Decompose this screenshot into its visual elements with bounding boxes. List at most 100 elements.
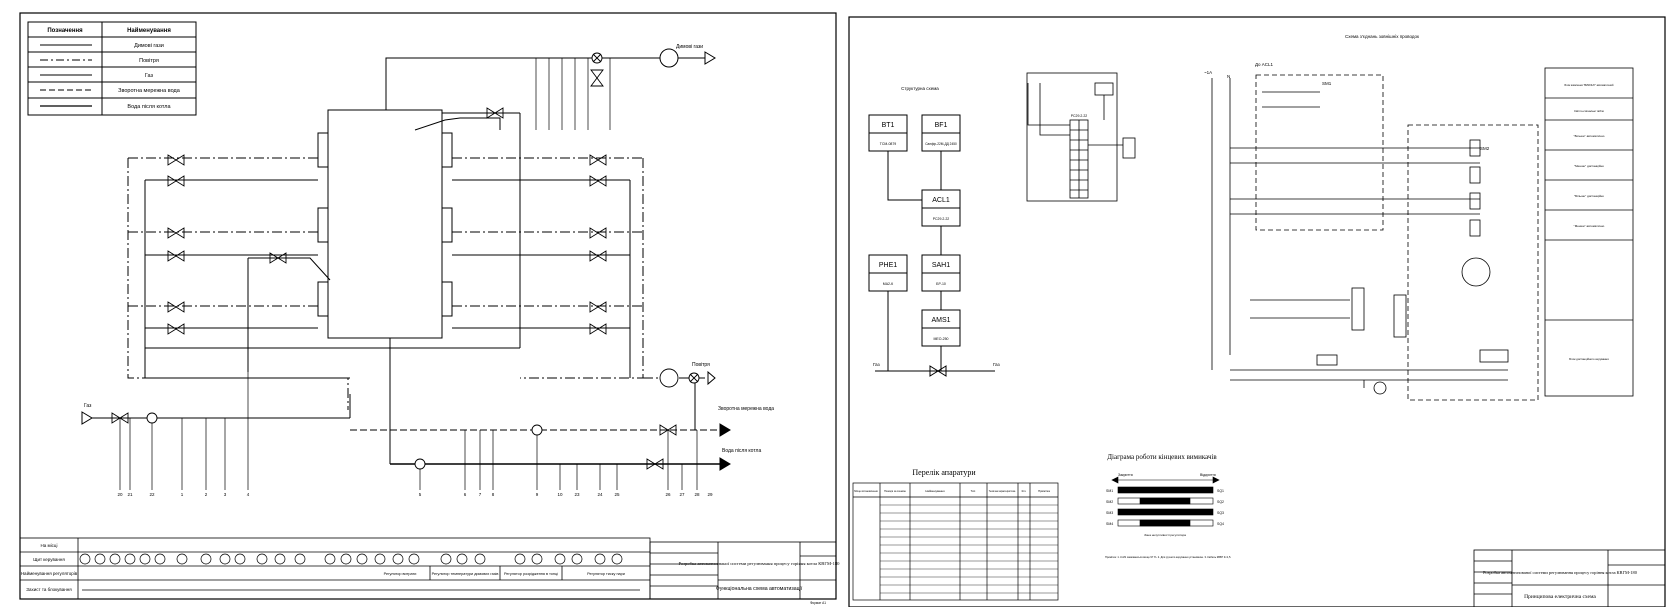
valve-icon-mid bbox=[269, 252, 287, 264]
eq-header-1: Позиція за схемою bbox=[884, 490, 906, 493]
side-box-4: "Більше" дистанційно bbox=[1574, 194, 1604, 198]
legend-row-4: Вода після котла bbox=[127, 104, 171, 110]
valve-icon-return bbox=[659, 424, 677, 436]
side-box-0: Блок живлення "ВИКОНУ" автоматичний bbox=[1565, 83, 1615, 87]
side-box-5: "Менше" автоматично bbox=[1574, 224, 1605, 228]
side-box-2: "Більше" автоматично bbox=[1574, 134, 1605, 138]
valve-icon-r2 bbox=[589, 175, 607, 187]
tag-14: 24 bbox=[597, 492, 603, 497]
instrument-bubble bbox=[356, 553, 368, 565]
block-ams1-tag: AMS1 bbox=[931, 317, 950, 324]
switch-center-label: Зона нечутливості регулятора bbox=[1144, 533, 1186, 537]
tag-7: 5 bbox=[419, 492, 422, 497]
boiler bbox=[145, 48, 716, 349]
equipment-rows bbox=[880, 504, 1058, 594]
side-box-3: "Менше" дистанційно bbox=[1574, 164, 1604, 168]
valves bbox=[111, 69, 677, 470]
tag-19: 29 bbox=[707, 492, 713, 497]
controller-label: РС29.2.22 bbox=[1071, 114, 1088, 118]
left-title-sheet: Функціональна схема автоматизації bbox=[716, 586, 803, 592]
pressure-sensor-icon bbox=[414, 458, 426, 470]
instrument-bubble bbox=[408, 553, 420, 565]
structure-blocks bbox=[868, 114, 995, 377]
tag-16: 26 bbox=[665, 492, 671, 497]
block-sah1-model: БР-10 bbox=[936, 282, 946, 286]
switch-left-label: Закриття bbox=[1118, 473, 1133, 477]
legend-row-2: Газ bbox=[145, 73, 154, 79]
legend-header-name: Найменування bbox=[127, 27, 171, 34]
legend-table: Позначення Найменування Димові гази Пові… bbox=[27, 21, 197, 116]
bottom-tags: 20 21 22 1 2 3 4 5 6 7 8 9 10 23 24 25 2… bbox=[117, 492, 713, 497]
block-ams1-model: МЕО-250 bbox=[934, 337, 949, 341]
tag-18: 28 bbox=[694, 492, 700, 497]
side-box bbox=[1544, 67, 1634, 397]
structure-title: Структурна схема bbox=[901, 86, 939, 91]
switch-notes: Примітка: 1. К-М1 замикаються вище 97 %.… bbox=[1105, 555, 1231, 559]
right-title-block bbox=[1473, 549, 1666, 608]
valve-icon-air bbox=[486, 107, 504, 119]
row-regulators: Найменування регуляторів bbox=[21, 570, 78, 576]
eq-header-4: Технічна характеристика bbox=[989, 490, 1016, 493]
label-flue-gas: Димові гази bbox=[676, 44, 703, 50]
switch-title: Діаграма роботи кінцевих вимикачів bbox=[1107, 453, 1217, 461]
valve-icon-r3 bbox=[589, 227, 607, 239]
phase-label: ~1А bbox=[1204, 70, 1212, 75]
right-sheet: Схема з'єднань зовнішніх проводок Структ… bbox=[848, 16, 1666, 608]
temp-sensor-icon bbox=[531, 424, 543, 436]
instrument-bubble bbox=[200, 553, 212, 565]
block-acl1-tag: ACL1 bbox=[932, 197, 950, 204]
label-air: Повітря bbox=[692, 362, 710, 368]
scheme-title: Схема з'єднань зовнішніх проводок bbox=[1345, 34, 1419, 39]
left-sheet: Позначення Найменування Димові гази Пові… bbox=[19, 12, 840, 605]
block-phe1-model: МА2-К bbox=[883, 282, 894, 286]
row-panel: Щит керування bbox=[33, 557, 65, 562]
instrument-bubble bbox=[474, 553, 486, 565]
block-bf1-tag: BF1 bbox=[935, 122, 948, 129]
valve-icon-r1 bbox=[589, 154, 607, 166]
valve-icon-flue bbox=[590, 69, 604, 87]
tag-15: 25 bbox=[614, 492, 620, 497]
gas-out-label: Газ bbox=[993, 362, 1000, 367]
left-title-block bbox=[649, 541, 837, 600]
right-title-sheet: Принципова електрична схема bbox=[1524, 594, 1596, 600]
instrument-bubble bbox=[234, 553, 246, 565]
label-return-water: Зворотна мережна вода bbox=[718, 406, 774, 412]
tag-4: 2 bbox=[205, 492, 208, 497]
regulator-2: Регулятор розрідження в топці bbox=[504, 572, 558, 576]
switch-contact-3: SQ4 bbox=[1217, 522, 1224, 526]
controller-wiring bbox=[1026, 72, 1136, 202]
instrument-bubble bbox=[554, 553, 566, 565]
instrument-bubble bbox=[571, 553, 583, 565]
side-box-6: Блок дистанційного керування bbox=[1569, 357, 1609, 361]
instrument-bubble bbox=[256, 553, 268, 565]
switch-contact-1: SQ2 bbox=[1217, 500, 1224, 504]
instrument-bubble bbox=[611, 553, 623, 565]
valve-icon-l5 bbox=[167, 301, 185, 313]
block-sah1-tag: SAH1 bbox=[932, 262, 950, 269]
regulator-0: Регулятор витрати bbox=[384, 572, 417, 576]
instrument-bubble bbox=[109, 553, 121, 565]
sm2-label: SM2 bbox=[1480, 146, 1490, 151]
tag-11: 9 bbox=[536, 492, 539, 497]
legend-row-3: Зворотна мережна вода bbox=[118, 88, 181, 94]
to-acl1-label: До ACL1 bbox=[1255, 62, 1274, 67]
right-sheet-frame bbox=[848, 16, 1666, 608]
switch-contact-0: SQ1 bbox=[1217, 489, 1224, 493]
instrument-bubble bbox=[374, 553, 386, 565]
eq-header-3: Тип bbox=[971, 489, 976, 493]
impulse-lines bbox=[119, 58, 698, 490]
switch-row-3: SM4 bbox=[1106, 522, 1113, 526]
valve-icon-water bbox=[646, 458, 664, 470]
instrument-bubble bbox=[79, 553, 91, 565]
tag-17: 27 bbox=[679, 492, 685, 497]
valve-icon-l2 bbox=[167, 175, 185, 187]
valve-icon-l6 bbox=[167, 323, 185, 335]
legend-header-symbol: Позначення bbox=[47, 28, 83, 34]
sm1-label: SM1 bbox=[1322, 81, 1332, 86]
instrument-bubble bbox=[392, 553, 404, 565]
relay-wiring bbox=[1211, 74, 1539, 401]
eq-header-5: Кіл. bbox=[1022, 489, 1027, 493]
switch-right-label: Відкриття bbox=[1200, 473, 1216, 477]
instrument-bubble bbox=[440, 553, 452, 565]
